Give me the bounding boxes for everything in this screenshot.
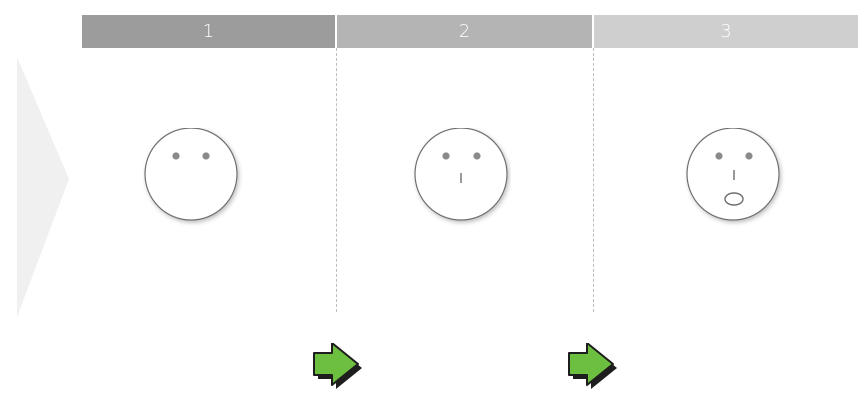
stage-divider-2	[593, 48, 594, 312]
stage-divider-1	[336, 48, 337, 312]
stage-3-header: 3	[594, 15, 858, 48]
side-chevron-icon	[17, 57, 69, 317]
face-with-nose-icon	[414, 128, 508, 221]
stage-1-header: 1	[82, 15, 335, 48]
stage-1-number: 1	[202, 21, 215, 42]
stage-2-header: 2	[337, 15, 592, 48]
stage-3-number: 3	[720, 21, 732, 42]
face-neutral-icon	[144, 128, 238, 221]
transition-arrow-1-icon	[313, 343, 362, 389]
face-surprised-icon	[686, 128, 780, 221]
transition-arrow-2-icon	[568, 343, 617, 389]
stage-2-number: 2	[458, 21, 471, 42]
